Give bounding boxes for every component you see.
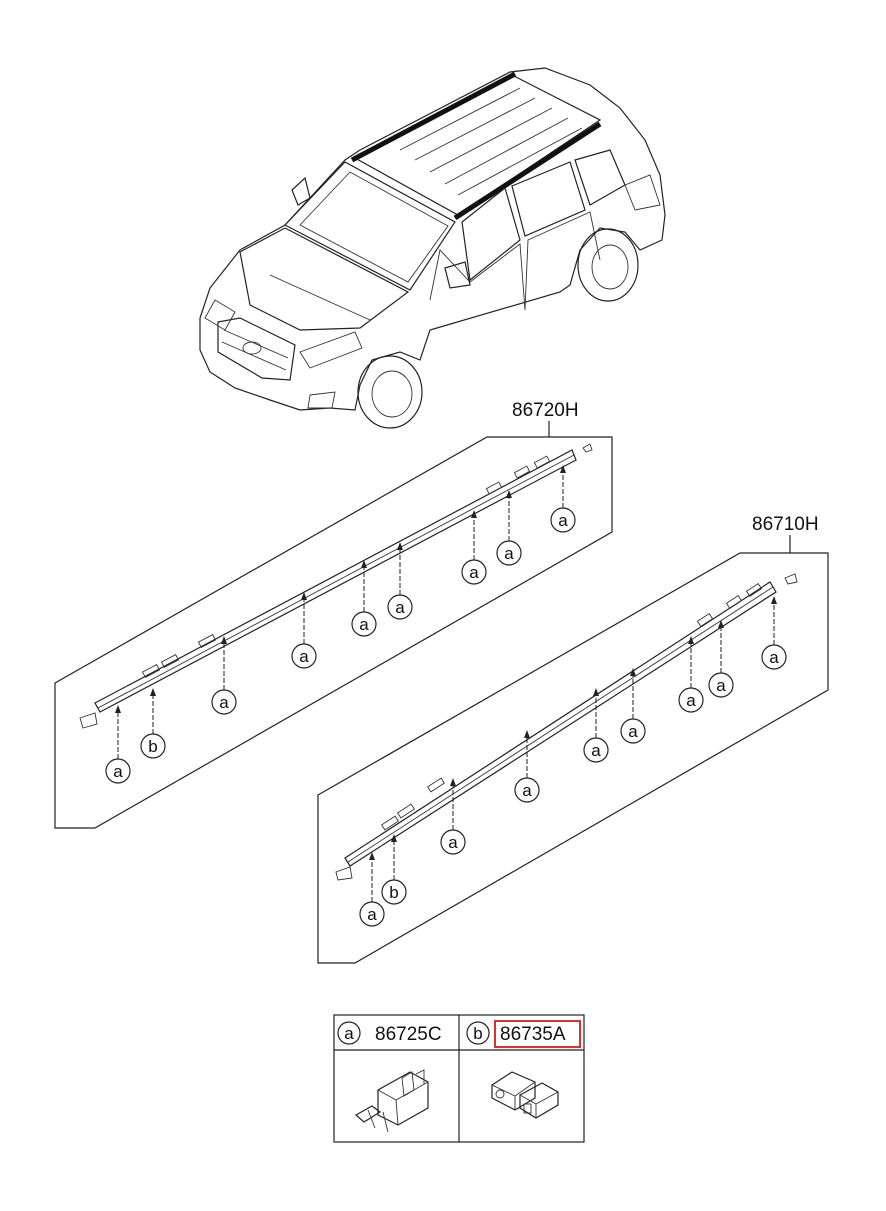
part-panel <box>317 552 829 964</box>
vehicle-illustration <box>199 67 666 429</box>
arrow-head <box>361 560 367 568</box>
part-group-86720h: 86720H a b a a a a a a a <box>54 400 613 829</box>
callout-letter: a <box>504 544 514 563</box>
roof-rail-strip <box>94 449 577 713</box>
callout-letter: a <box>522 781 532 800</box>
callout-letter: a <box>591 741 601 760</box>
callout-bubble <box>381 879 407 905</box>
clip-a-illustration <box>354 1069 429 1133</box>
arrow-head <box>560 465 566 473</box>
arrow-head <box>221 636 227 644</box>
arrow-head <box>150 688 156 696</box>
callout-a: a <box>550 465 576 533</box>
callout-bubble <box>620 718 646 744</box>
callout-a: a <box>496 490 522 566</box>
arrow-head <box>450 778 456 786</box>
callout-bubble <box>550 507 576 533</box>
callout-letter: a <box>359 615 369 634</box>
callout-bubble <box>678 687 704 713</box>
callout-letter: a <box>299 647 309 666</box>
callout-bubble <box>387 594 413 620</box>
arrow-head <box>397 542 403 550</box>
legend-table: a 86725C b 86735A <box>333 1014 585 1143</box>
callout-a: a <box>359 852 385 927</box>
arrow-head <box>391 834 397 842</box>
callout-a: a <box>620 668 646 744</box>
arrow-head <box>771 596 777 604</box>
arrow-head <box>115 705 121 713</box>
callout-letter: b <box>389 883 398 902</box>
callout-bubble <box>708 672 734 698</box>
arrow-head <box>688 636 694 644</box>
callout-b: b <box>381 834 407 905</box>
callout-a: a <box>514 730 540 803</box>
arrow-head <box>471 510 477 518</box>
callout-letter: a <box>716 676 726 695</box>
callout-bubble <box>514 777 540 803</box>
arrow-head <box>593 688 599 696</box>
callout-bubble <box>461 559 487 585</box>
callout-letter: a <box>448 833 458 852</box>
arrow-head <box>506 490 512 498</box>
legend-part-number: 86735A <box>500 1024 566 1045</box>
callout-bubble <box>496 540 522 566</box>
arrow-head <box>369 852 375 860</box>
callout-bubble <box>351 611 377 637</box>
callout-letter: a <box>367 905 377 924</box>
callout-a: a <box>211 636 237 715</box>
callout-bubble <box>761 644 787 670</box>
legend-key: a <box>344 1024 354 1043</box>
callout-a: a <box>678 636 704 713</box>
callout-a: a <box>351 560 377 637</box>
callout-a: a <box>291 592 317 669</box>
callout-bubble <box>583 737 609 763</box>
legend-part-number: 86725C <box>375 1024 442 1045</box>
callout-letter: a <box>769 648 779 667</box>
callout-b: b <box>140 688 166 759</box>
arrow-head <box>301 592 307 600</box>
callout-letter: b <box>148 737 157 756</box>
callout-a: a <box>461 510 487 585</box>
arrow-head <box>630 668 636 676</box>
clip-b-illustration <box>491 1071 559 1119</box>
legend-key: b <box>473 1024 482 1043</box>
part-number-label: 86710H <box>752 514 819 535</box>
callout-letter: a <box>628 722 638 741</box>
arrow-head <box>524 730 530 738</box>
callout-letter: a <box>686 691 696 710</box>
highlight-box <box>494 1020 581 1048</box>
callout-letter: a <box>113 762 123 781</box>
legend-cell-b: b 86735A <box>466 1020 581 1119</box>
callout-letter: a <box>469 563 479 582</box>
callout-bubble <box>105 758 131 784</box>
callout-letter: a <box>558 511 568 530</box>
callout-a: a <box>387 542 413 620</box>
part-number-label: 86720H <box>512 400 579 421</box>
callout-bubble <box>440 829 466 855</box>
callout-letter: a <box>219 693 229 712</box>
callout-a: a <box>761 596 787 670</box>
callout-bubble <box>359 901 385 927</box>
callout-letter: a <box>395 598 405 617</box>
callout-bubble <box>140 733 166 759</box>
callout-a: a <box>105 705 131 784</box>
callout-group: a b a a a a a a a <box>105 465 576 784</box>
callout-a: a <box>440 778 466 855</box>
callout-a: a <box>708 620 734 698</box>
callout-a: a <box>583 688 609 763</box>
arrow-head <box>718 620 724 628</box>
part-panel <box>54 436 613 829</box>
callout-bubble <box>291 643 317 669</box>
roof-rail-strip <box>344 581 777 867</box>
legend-cell-a: a 86725C <box>337 1021 442 1133</box>
callout-bubble <box>211 689 237 715</box>
